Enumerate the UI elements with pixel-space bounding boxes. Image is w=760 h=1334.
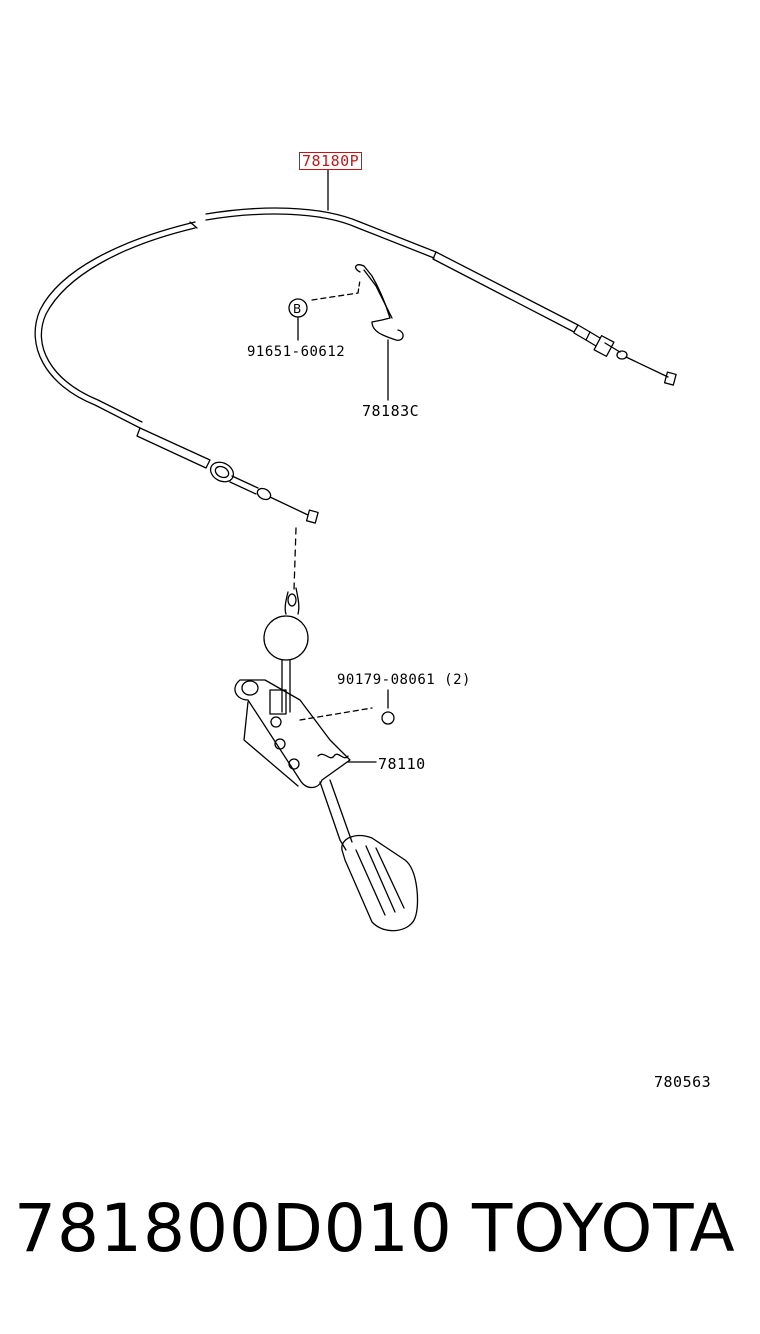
bolt-part-label: 91651-60612 xyxy=(247,344,346,360)
nut-part xyxy=(381,711,395,725)
footer-part-number: 781800D010 xyxy=(14,1190,453,1267)
pedal-ball xyxy=(263,615,309,661)
pedal-part-label: 78110 xyxy=(378,755,426,773)
footer-brand: TOYOTA xyxy=(472,1190,736,1267)
nut-part-label: 90179-08061 (2) xyxy=(337,672,471,688)
parts-diagram: B xyxy=(34,169,677,932)
cable-connection-dashed xyxy=(293,527,297,591)
pedal-arm-and-pad xyxy=(319,779,419,932)
cable-housing-right xyxy=(432,251,579,333)
clip-part-label: 78183C xyxy=(362,402,420,420)
diagram-reference-number: 780563 xyxy=(654,1073,712,1091)
cable-housing-left xyxy=(136,427,211,469)
cable-part-label: 78180P xyxy=(299,152,363,170)
pedal-bracket xyxy=(234,679,377,789)
callout-b-circle xyxy=(288,298,308,318)
clip-78183C xyxy=(355,264,404,341)
accelerator-cable xyxy=(34,221,196,429)
svg-text:B: B xyxy=(293,302,301,316)
